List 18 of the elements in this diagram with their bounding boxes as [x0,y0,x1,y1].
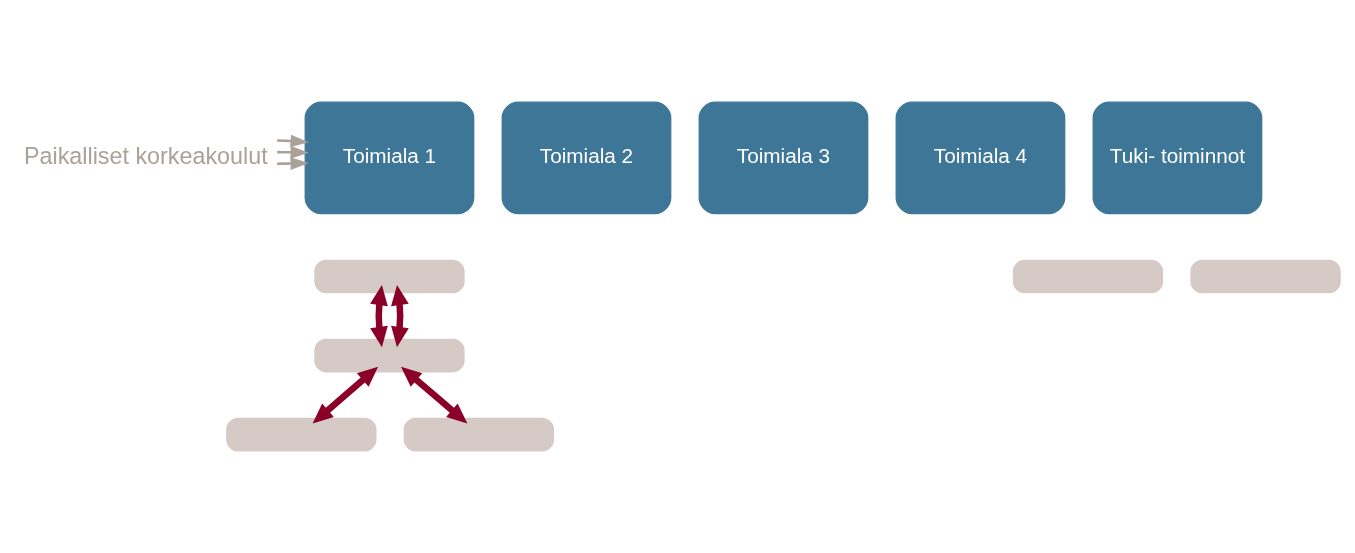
node-bar [314,259,465,294]
node-bar [226,417,377,452]
node-box: Toimiala 1 [304,101,475,215]
arrow [400,366,468,424]
arrow [391,284,409,348]
node-bar [314,338,465,373]
node-box: Tuki- toiminnot [1092,101,1263,215]
arrow [277,134,309,148]
arrow [370,284,388,348]
arrow [312,366,379,424]
node-bar [1012,259,1164,294]
node-box: Toimiala 3 [698,101,869,215]
node-bar [403,417,555,452]
node-text: Paikalliset korkeakoulut [24,142,268,169]
node-box: Toimiala 2 [501,101,672,215]
node-bar [1190,259,1341,294]
arrow [277,157,309,170]
node-box: Toimiala 4 [895,101,1066,215]
